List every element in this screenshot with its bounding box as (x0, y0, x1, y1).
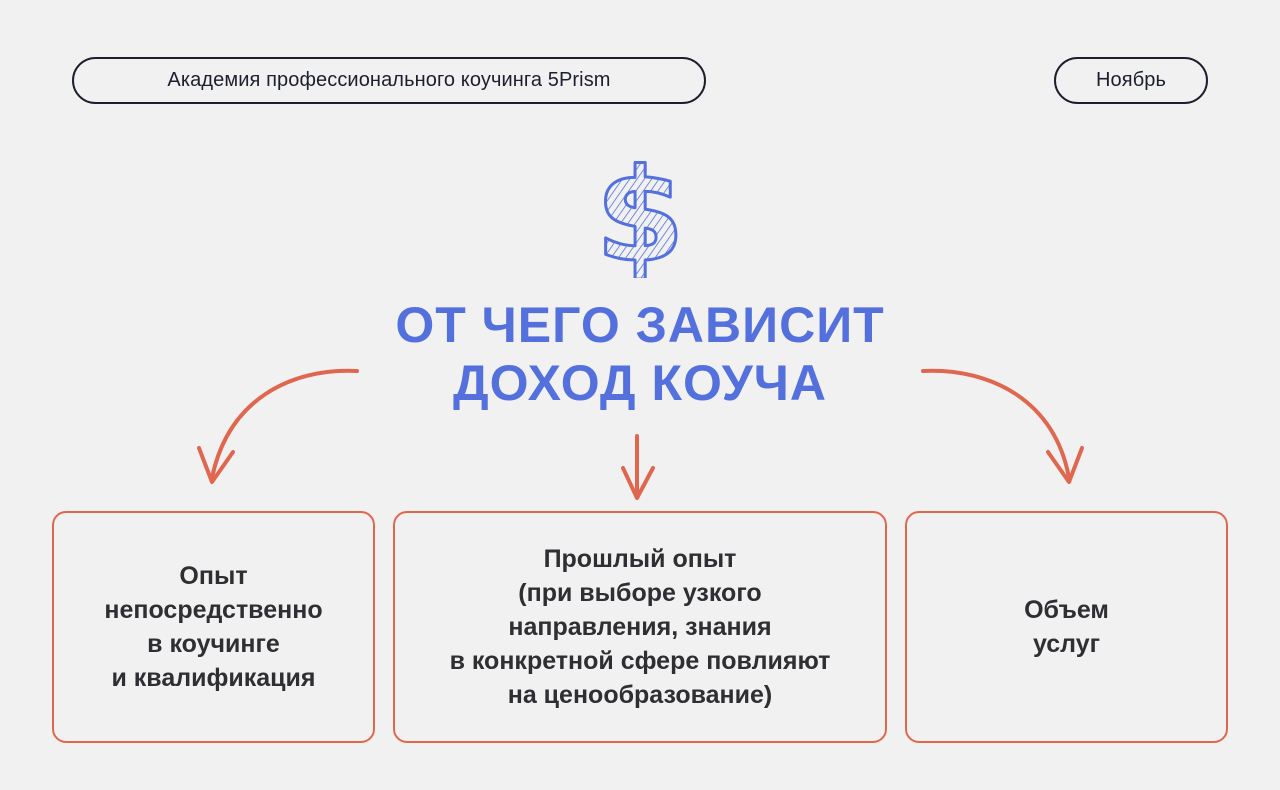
right-arrow (921, 368, 1071, 480)
right-arrowhead (1046, 446, 1084, 484)
title-line-1: ОТ ЧЕГО ЗАВИСИТ (395, 297, 885, 353)
factor-text: Объем услуг (1024, 596, 1109, 658)
academy-badge: Академия профессионального коучинга 5Pri… (72, 57, 706, 104)
diagram-title: ОТ ЧЕГО ЗАВИСИТ ДОХОД КОУЧА (240, 296, 1040, 412)
svg-text:$: $ (595, 148, 684, 278)
title-line-2: ДОХОД КОУЧА (453, 355, 827, 411)
factor-box-experience: Опыт непосредственно в коучинге и квалиф… (52, 511, 375, 743)
left-arrow (210, 368, 359, 480)
factor-box-services-volume: Объем услуг (905, 511, 1228, 743)
month-badge: Ноябрь (1054, 57, 1208, 104)
factor-text: Опыт непосредственно в коучинге и квалиф… (104, 562, 323, 692)
academy-label: Академия профессионального коучинга 5Pri… (167, 69, 611, 91)
factor-box-past-experience: Прошлый опыт (при выборе узкого направле… (393, 511, 887, 743)
center-arrowhead (621, 466, 655, 500)
left-arrowhead (197, 446, 235, 484)
dollar-icon: $ (594, 148, 686, 278)
factor-text: Прошлый опыт (при выборе узкого направле… (449, 545, 831, 709)
month-label: Ноябрь (1096, 69, 1166, 91)
